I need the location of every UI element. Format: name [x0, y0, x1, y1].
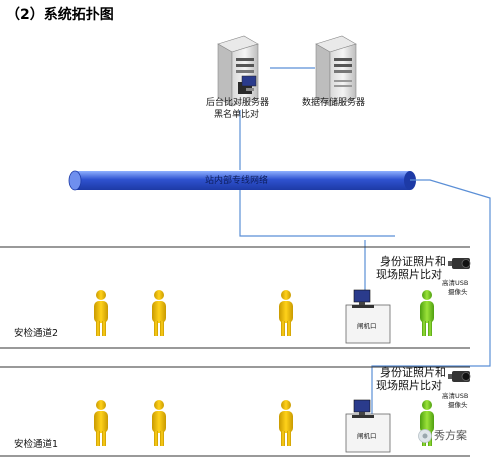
- person-icon: [152, 290, 166, 336]
- person-icon: [94, 290, 108, 336]
- blacklist-label: 黑名单比对: [214, 110, 260, 120]
- lane1-gate-label: 闸机口: [357, 432, 377, 440]
- network-label: 站内部专线网络: [205, 176, 269, 186]
- lane2-compare-label-2: 现场照片比对: [376, 268, 442, 281]
- lane2-compare-label-1: 身份证照片和: [380, 255, 446, 268]
- lane1-compare-label-2: 现场照片比对: [376, 379, 442, 392]
- diagram-title: （2）系统拓扑图: [6, 7, 114, 23]
- lane2-camera-label-2: 摄像头: [448, 288, 468, 296]
- person-icon: [279, 400, 293, 446]
- watermark-text: 秀方案: [434, 429, 467, 442]
- lane1-camera-icon: [448, 371, 471, 382]
- lane2-camera-icon: [448, 258, 471, 269]
- lane1-compare-label-1: 身份证照片和: [380, 366, 446, 379]
- lane2-gate-box: [345, 304, 391, 344]
- lane2-camera-label-1: 高清USB: [442, 279, 469, 287]
- storage-server-icon: [315, 35, 357, 107]
- lane2-gate-label: 闸机口: [357, 322, 377, 330]
- network-to-lane2-line: [239, 190, 395, 237]
- lane1-camera-label-2: 摄像头: [448, 401, 468, 409]
- watermark-logo-icon: [418, 429, 432, 443]
- lane2-name: 安检通道2: [14, 328, 59, 339]
- lane1-gate-box: [345, 413, 391, 453]
- person-icon: [279, 290, 293, 336]
- backend-server-icon: [217, 35, 259, 107]
- lane1-camera-label-1: 高清USB: [442, 392, 469, 400]
- person-icon: [152, 400, 166, 446]
- backend-server-label: 后台比对服务器: [206, 98, 270, 108]
- person-icon: [94, 400, 108, 446]
- lane2-gate-pc-icon: [352, 289, 374, 308]
- network-to-lane1-line: [371, 179, 491, 420]
- storage-server-label: 数据存储服务器: [302, 98, 366, 108]
- person-icon: [420, 290, 434, 336]
- lane1-name: 安检通道1: [14, 439, 59, 450]
- lane1-gate-pc-icon: [352, 399, 374, 418]
